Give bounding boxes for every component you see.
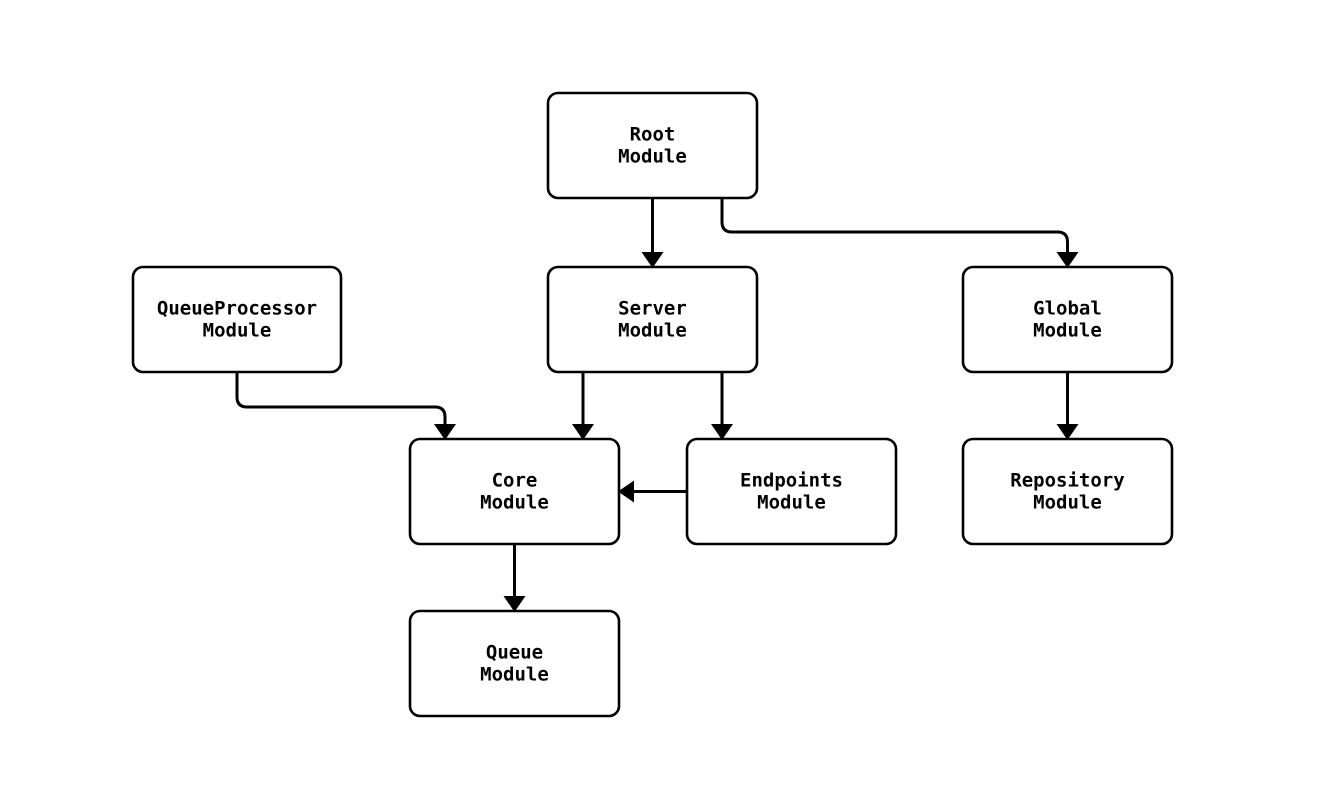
node-endpoints-label_line1: Endpoints [740,470,843,492]
node-global-label_line1: Global [1033,298,1102,320]
node-root-label_line2: Module [618,146,687,168]
node-queue-processor-box [131,265,343,374]
node-root-box [546,91,759,200]
node-global-label_line2: Module [1033,320,1102,342]
node-repository-box [961,437,1174,546]
edge-queue-processor-to-core [235,372,456,440]
node-queue-processor-label_line2: Module [203,320,272,342]
nodes-layer: RootModuleQueueProcessorModuleServerModu… [131,91,1174,718]
node-endpoints-label_line2: Module [757,492,826,514]
node-queue-label_line1: Queue [486,642,543,664]
node-repository-label_line1: Repository [1010,470,1124,492]
node-core-box [408,437,621,546]
edges-layer [235,198,1079,612]
node-root-label_line1: Root [630,124,676,146]
node-server-label_line1: Server [618,298,687,320]
node-queue-label_line2: Module [480,664,549,686]
node-server-box [546,265,759,374]
node-queue-processor-label_line1: QueueProcessor [157,298,317,320]
node-core-label_line1: Core [492,470,538,492]
node-repository-label_line2: Module [1033,492,1102,514]
node-queue-box [408,609,621,718]
node-endpoints-box [685,437,898,546]
edge-root-to-global [720,198,1079,268]
node-server-label_line2: Module [618,320,687,342]
node-core-label_line2: Module [480,492,549,514]
node-global-box [961,265,1174,374]
